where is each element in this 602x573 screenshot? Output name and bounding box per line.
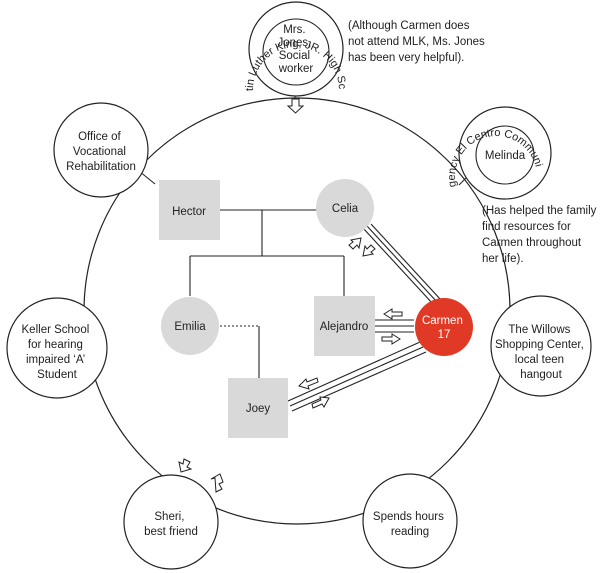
alejandro-node: Alejandro xyxy=(314,296,375,356)
mlk-node: Martin Luther King, JR. High School Mrs.… xyxy=(0,0,348,97)
sheri-node: Sheri, best friend xyxy=(123,474,219,570)
svg-text:The Willows Shopping Cen: The Willows Shopping Center, local teen … xyxy=(495,324,587,381)
reading-node: Spends hours reading xyxy=(362,473,458,569)
carmen-label: Carmen xyxy=(422,315,463,327)
svg-text:Office of Vocational: Office of Vocational Rehabilitation xyxy=(66,131,136,173)
sheri-arrow-out-icon xyxy=(178,458,193,473)
mlk-inner-line: Mrs. xyxy=(283,24,305,36)
carmen-node: Carmen 17 xyxy=(415,298,473,356)
mlk-note: (Although Carmen does not attend MLK, Ms… xyxy=(348,20,488,64)
keller-node: Keller School for hearing impaired ‘A’ S… xyxy=(6,297,108,399)
arrow-carmen-to-alejandro-icon xyxy=(383,308,403,320)
mlk-inner-line: Social xyxy=(279,50,310,62)
willows-node: The Willows Shopping Center, local teen … xyxy=(490,295,592,397)
arrow-carmen-to-celia-icon xyxy=(348,237,362,250)
svg-text:Carmen 17: Carmen 17 xyxy=(422,315,466,341)
svg-text:Keller School for hearin: Keller School for hearing impaired ‘A’ S… xyxy=(22,324,93,381)
agency-inner-label: Melinda xyxy=(485,150,526,162)
joey-label: Joey xyxy=(246,403,271,415)
arrow-alejandro-to-carmen-icon xyxy=(381,333,401,345)
arrow-joey-to-carmen-icon xyxy=(311,396,330,409)
arrow-celia-to-carmen-icon xyxy=(362,244,376,257)
agency-note: (Has helped the family find resources fo… xyxy=(482,205,600,265)
mlk-arrow-icon xyxy=(286,98,305,114)
mlk-inner-line: Jones, xyxy=(277,37,311,49)
family-lines xyxy=(189,209,442,412)
hector-node: Hector xyxy=(159,180,220,240)
vocational-node: Office of Vocational Rehabilitation xyxy=(53,102,149,198)
celia-label: Celia xyxy=(332,203,359,215)
celia-node: Celia xyxy=(316,179,374,237)
svg-text:Mrs. Jones, Social: Mrs. Jones, Social worker xyxy=(277,24,314,75)
emilia-node: Emilia xyxy=(161,297,219,355)
svg-text:Spends hours reading: Spends hours reading xyxy=(373,511,447,538)
svg-text:Sheri, best friend: Sheri, best friend xyxy=(144,511,198,538)
arrow-carmen-to-joey-icon xyxy=(298,377,319,390)
carmen-age: 17 xyxy=(438,329,451,341)
hector-label: Hector xyxy=(172,206,206,218)
emilia-label: Emilia xyxy=(174,321,206,333)
alejandro-label: Alejandro xyxy=(320,321,369,333)
joey-node: Joey xyxy=(228,378,288,438)
sheri-arrow-in-icon xyxy=(210,473,224,493)
mlk-inner-line: worker xyxy=(278,63,314,75)
